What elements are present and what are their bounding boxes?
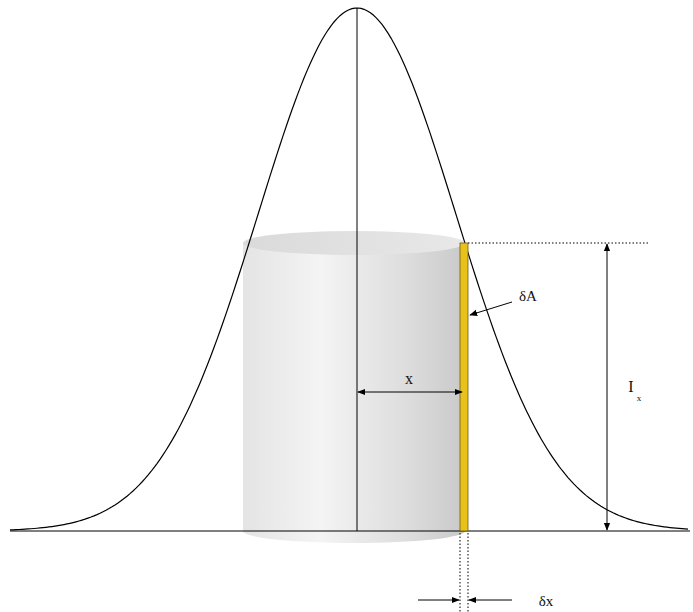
gaussian-curve [10, 8, 688, 530]
dimension-arrow [607, 244, 608, 530]
guide-line [468, 243, 648, 244]
dimension-label: I [628, 379, 633, 395]
baseline [10, 531, 690, 532]
subscript-label: x [637, 394, 642, 403]
dimension-arrow [358, 392, 462, 393]
guide-line [468, 533, 469, 612]
centre-line [357, 8, 358, 531]
area-strip [460, 243, 468, 531]
dimension-label: x [405, 371, 413, 387]
guide-line [460, 533, 461, 612]
dimension-label: δx [539, 594, 554, 609]
dimension-arrow [418, 600, 459, 601]
dimension-arrow [469, 600, 512, 601]
leader-line [470, 302, 512, 315]
area-label: δA [519, 289, 537, 304]
cylinder [243, 231, 465, 543]
